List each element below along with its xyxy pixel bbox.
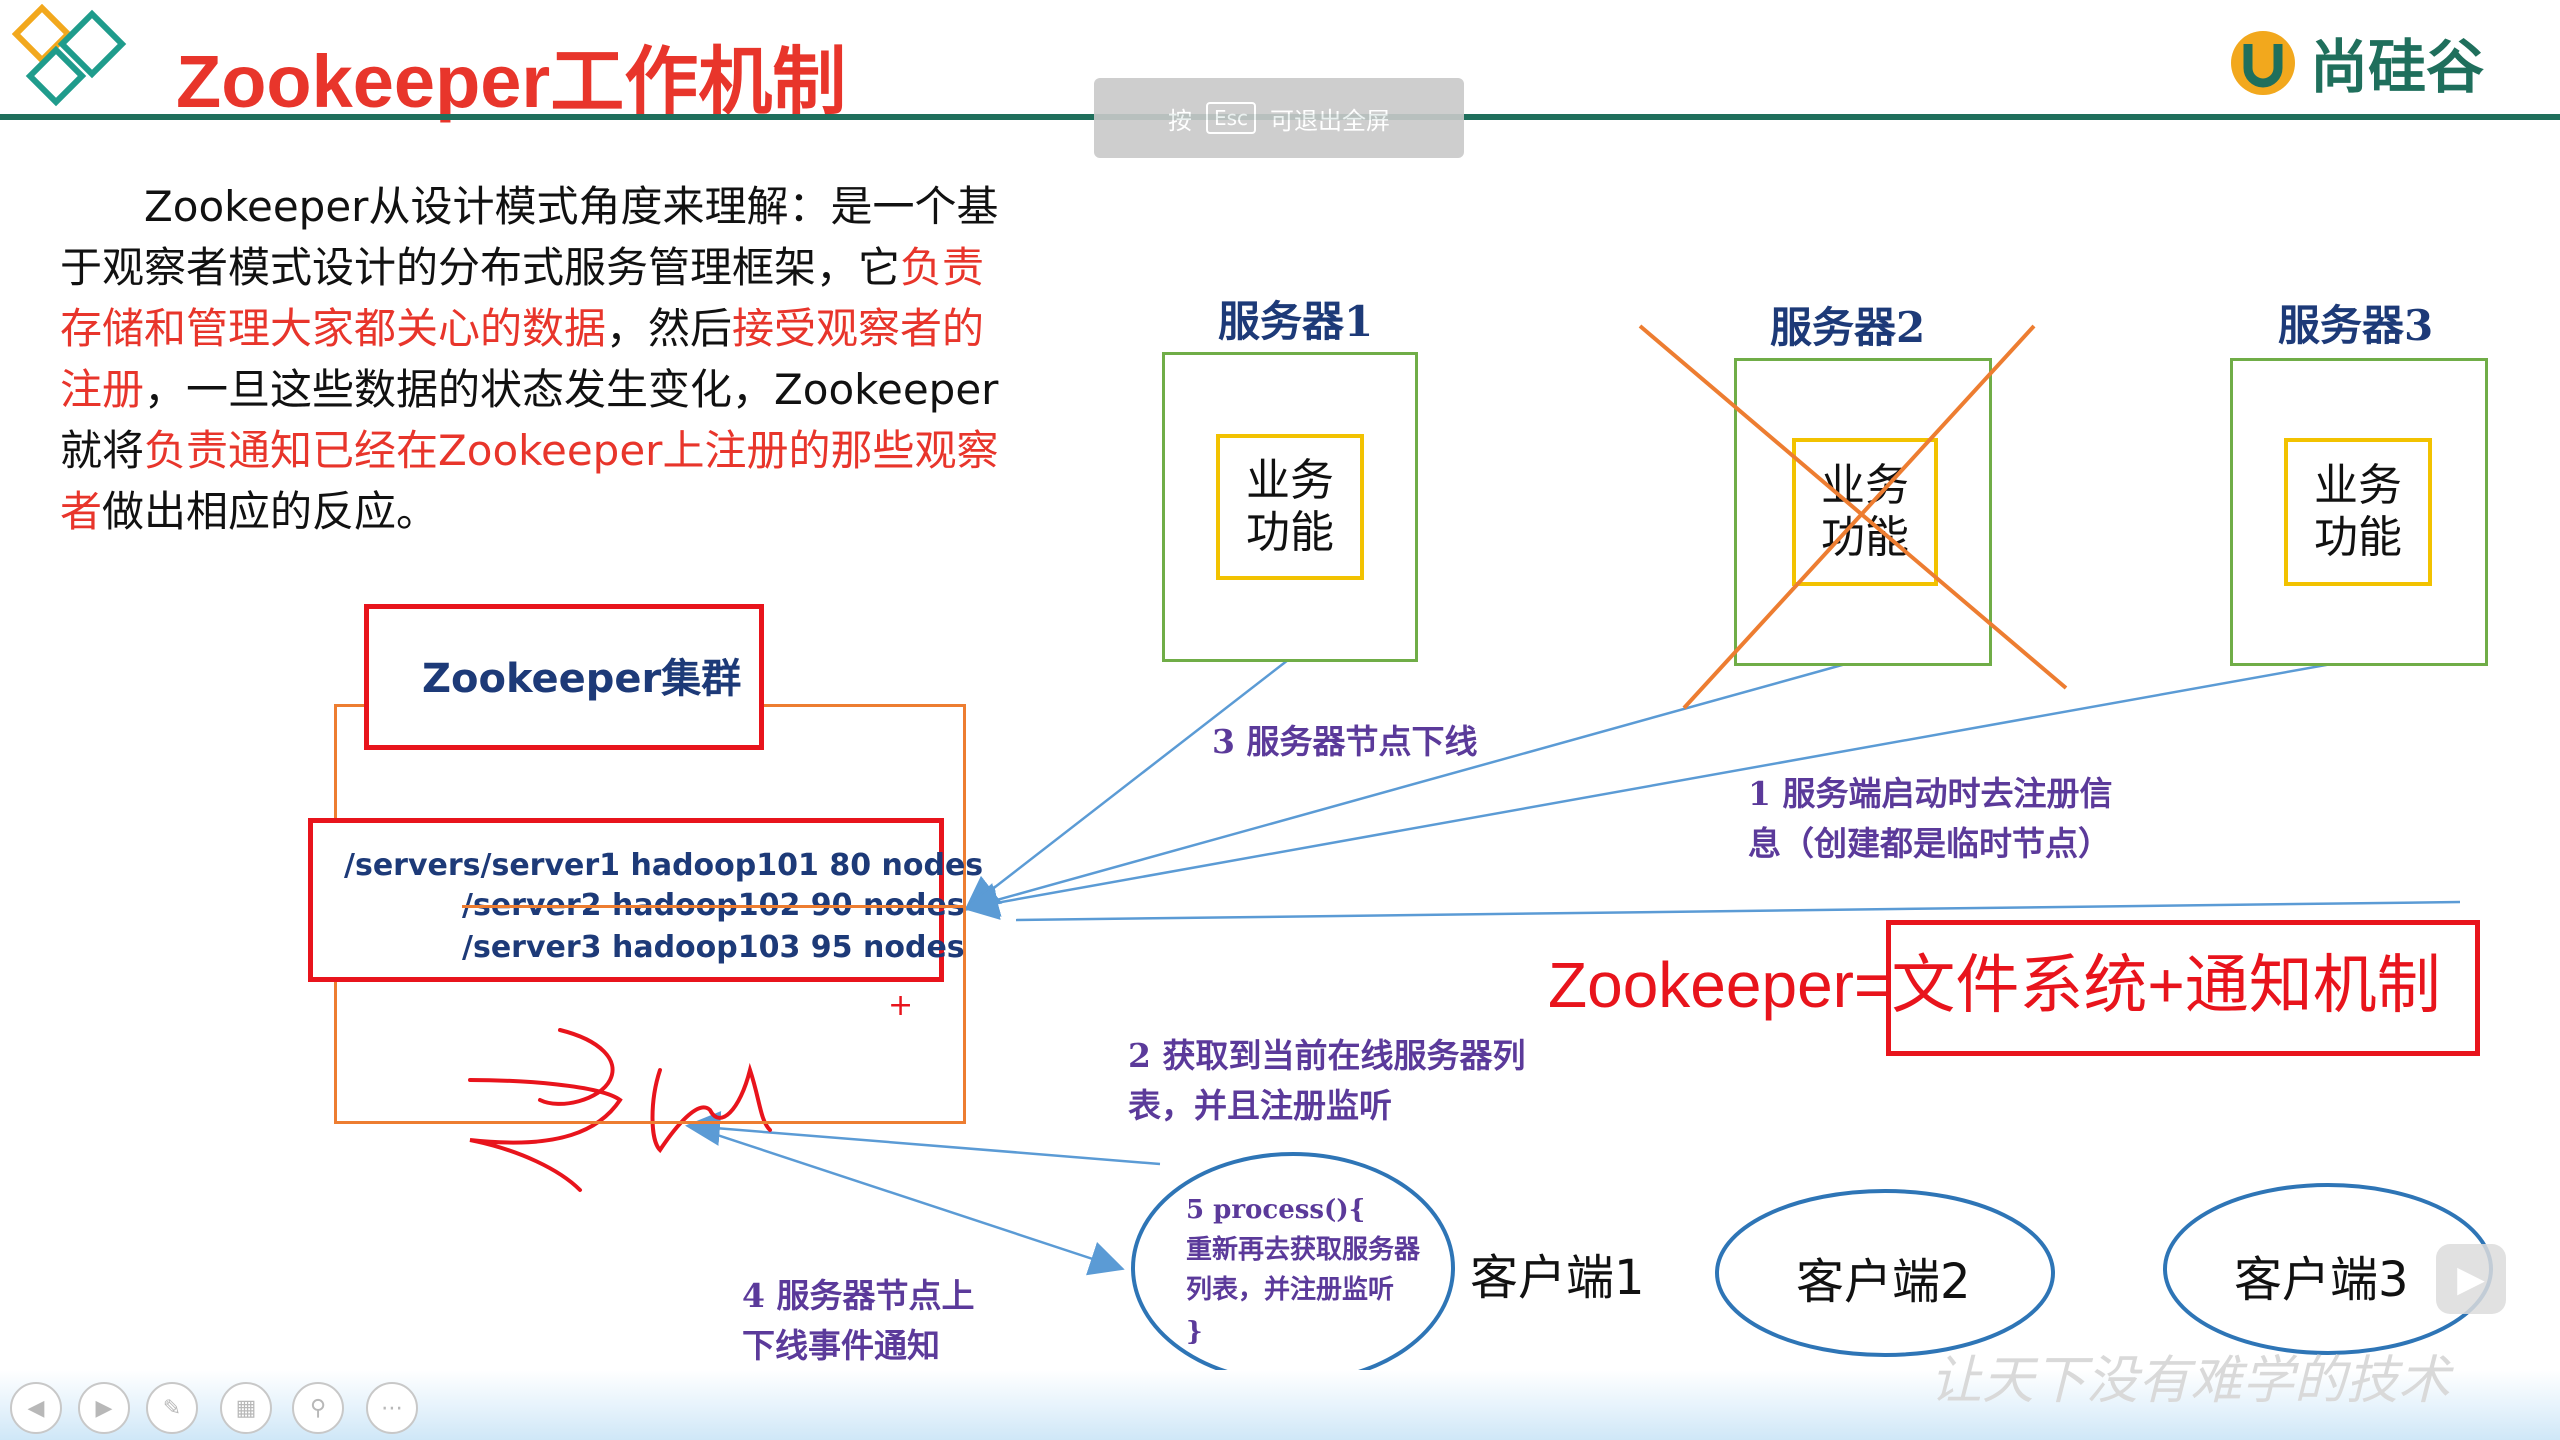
step-3-annotation: 3 服务器节点下线: [1212, 722, 1478, 761]
arrow-server1-to-cluster: [964, 659, 1289, 912]
intro-paragraph: Zookeeper从设计模式角度来理解：是一个基于观察者模式设计的分布式服务管理…: [60, 176, 1000, 542]
arrow-cluster-to-process: [689, 1124, 1125, 1276]
intro-text-2: 负责存储和管理大家都关心的数据: [60, 243, 985, 353]
intro-text-1: Zookeeper从设计模式角度来理解：是一个基于观察者模式设计的分布式服务管理…: [60, 182, 999, 292]
footer-slogan: 让天下没有难学的技术: [1930, 1351, 2451, 1411]
server-1-function: 业务 功能: [1216, 434, 1364, 580]
cluster-node-2: /server2 hadoop102 90 nodes: [462, 888, 965, 923]
formula-text: Zookeeper=文件系统+通知机制: [1548, 949, 2441, 1021]
cluster-plus-marker: +: [888, 988, 914, 1023]
exit-fullscreen-hint[interactable]: 按 Esc 可退出全屏: [1094, 78, 1464, 158]
intro-text-3: ，然后: [606, 304, 733, 353]
play-icon[interactable]: ▶: [2436, 1244, 2506, 1314]
server-2-offline-cross-icon: [1638, 324, 2068, 710]
step-1-annotation-line1: 1 服务端启动时去注册信: [1748, 774, 2113, 813]
intro-text-4: 接受观察者的注册: [60, 304, 985, 414]
slides-grid-icon[interactable]: ▦: [220, 1382, 272, 1434]
page-title: Zookeeper工作机制: [176, 40, 847, 123]
server-1-function-text: 业务 功能: [1246, 455, 1334, 558]
intro-text-6: 负责通知已经在Zookeeper上注册的那些观察者: [60, 426, 999, 536]
logo-icon: [11, 3, 132, 114]
esc-hint-prefix: 按: [1167, 106, 1192, 135]
footer-band: [0, 1370, 2560, 1440]
zoom-icon[interactable]: ⚲: [292, 1382, 344, 1434]
step-1-annotation-line2: 息（创建都是临时节点）: [1748, 824, 2111, 863]
arrow-server3-to-cluster: [963, 658, 2355, 920]
next-slide-icon[interactable]: ▶: [78, 1382, 130, 1434]
brand-name: 尚硅谷: [2310, 33, 2485, 101]
server-2-function-text: 业务 功能: [1821, 460, 1909, 563]
process-callback-l4: }: [1186, 1317, 1203, 1347]
cluster-node-1: /servers/server1 hadoop101 80 nodes: [344, 848, 984, 883]
step-2-annotation-line1: 2 获取到当前在线服务器列: [1128, 1036, 1526, 1075]
cluster-title: Zookeeper集群: [422, 656, 742, 702]
cluster-nodes-highlight: [308, 818, 944, 982]
brand-logo: [2228, 28, 2298, 98]
pen-icon[interactable]: ✎: [146, 1382, 198, 1434]
more-options-icon[interactable]: ⋯: [366, 1382, 418, 1434]
handwritten-scribble: [468, 1028, 772, 1192]
formula-highlight: [1886, 920, 2480, 1056]
cluster-node-3: /server3 hadoop103 95 nodes: [462, 930, 965, 965]
server-3-function-text: 业务 功能: [2314, 460, 2402, 563]
client-3-label: 客户端3: [2234, 1252, 2409, 1308]
process-callback-l1: 5 process(){: [1186, 1195, 1366, 1225]
arrow-process-to-cluster: [685, 1110, 1161, 1166]
prev-slide-icon[interactable]: ◀: [10, 1382, 62, 1434]
server-2-label: 服务器2: [1770, 303, 1926, 352]
arrow-server2-to-cluster: [963, 658, 1861, 917]
step-4-annotation-line1: 4 服务器节点上: [742, 1276, 975, 1315]
server-3-function: 业务 功能: [2284, 438, 2432, 586]
intro-text-7: 做出相应的反应。: [102, 487, 439, 536]
esc-key-badge: Esc: [1205, 102, 1257, 134]
arrow-clients-to-cluster: [1015, 900, 2461, 922]
process-callback-l3: 列表，并注册监听: [1186, 1275, 1395, 1305]
server-1-label: 服务器1: [1218, 297, 1374, 346]
intro-text-5: ，一旦这些数据的状态发生变化，Zookeeper就将: [60, 365, 999, 475]
client-1-label: 客户端1: [1470, 1250, 1645, 1306]
process-callback-l2: 重新再去获取服务器: [1186, 1235, 1421, 1265]
client-2-label: 客户端2: [1796, 1254, 1971, 1310]
esc-hint-suffix: 可退出全屏: [1270, 106, 1391, 135]
server-3-label: 服务器3: [2278, 301, 2434, 350]
step-4-annotation-line2: 下线事件通知: [742, 1326, 940, 1365]
cluster-title-highlight: [364, 604, 764, 750]
client-2-ellipse: [1715, 1189, 2055, 1357]
step-2-annotation-line2: 表，并且注册监听: [1128, 1086, 1392, 1125]
